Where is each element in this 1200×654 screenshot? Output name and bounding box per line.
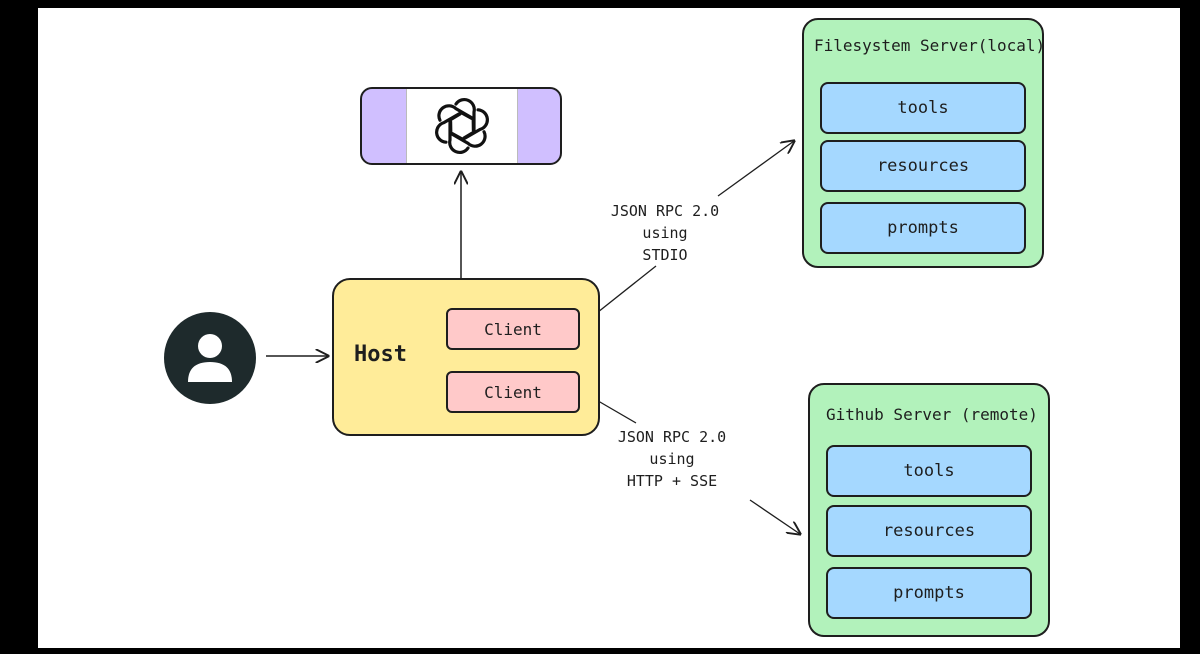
stdio-line-1: JSON RPC 2.0	[610, 202, 720, 220]
github-server-title: Github Server (remote)	[826, 405, 1038, 424]
http-line-2: using	[649, 450, 695, 468]
item-label: resources	[876, 156, 970, 176]
item-label: tools	[903, 461, 955, 481]
github-server: Github Server (remote) tools resources p…	[808, 383, 1050, 637]
filesystem-tools: tools	[820, 82, 1026, 134]
llm-frame	[360, 87, 562, 165]
arrow-http-to-github	[749, 499, 800, 534]
client-label: Client	[484, 319, 542, 339]
user-silhouette	[188, 334, 232, 382]
llm-logo-panel	[406, 89, 518, 163]
github-resources: resources	[826, 505, 1032, 557]
item-label: tools	[897, 98, 949, 118]
http-line-1: JSON RPC 2.0	[617, 428, 727, 446]
http-line-3: HTTP + SSE	[626, 472, 718, 490]
filesystem-server-title: Filesystem Server(local)	[814, 36, 1046, 55]
arrow-stdio-to-filesystem	[717, 141, 794, 197]
host-box: Host Client Client	[332, 278, 600, 436]
item-label: prompts	[887, 218, 959, 238]
filesystem-prompts: prompts	[820, 202, 1026, 254]
item-label: resources	[882, 521, 976, 541]
user-avatar-icon	[164, 312, 256, 404]
stdio-connection-label: JSON RPC 2.0 using STDIO	[610, 200, 720, 266]
filesystem-resources: resources	[820, 140, 1026, 192]
stdio-line-2: using	[642, 224, 688, 242]
client-label: Client	[484, 382, 542, 402]
client-box-1: Client	[446, 308, 580, 350]
item-label: prompts	[893, 583, 965, 603]
github-prompts: prompts	[826, 567, 1032, 619]
diagram-canvas: Host Client Client JSON RPC 2.0 using ST…	[38, 8, 1180, 648]
filesystem-server: Filesystem Server(local) tools resources…	[802, 18, 1046, 268]
host-label: Host	[354, 342, 407, 367]
stdio-line-3: STDIO	[642, 246, 688, 264]
github-tools: tools	[826, 445, 1032, 497]
http-connection-label: JSON RPC 2.0 using HTTP + SSE	[614, 426, 730, 492]
client-box-2: Client	[446, 371, 580, 413]
openai-logo-icon	[435, 97, 489, 155]
